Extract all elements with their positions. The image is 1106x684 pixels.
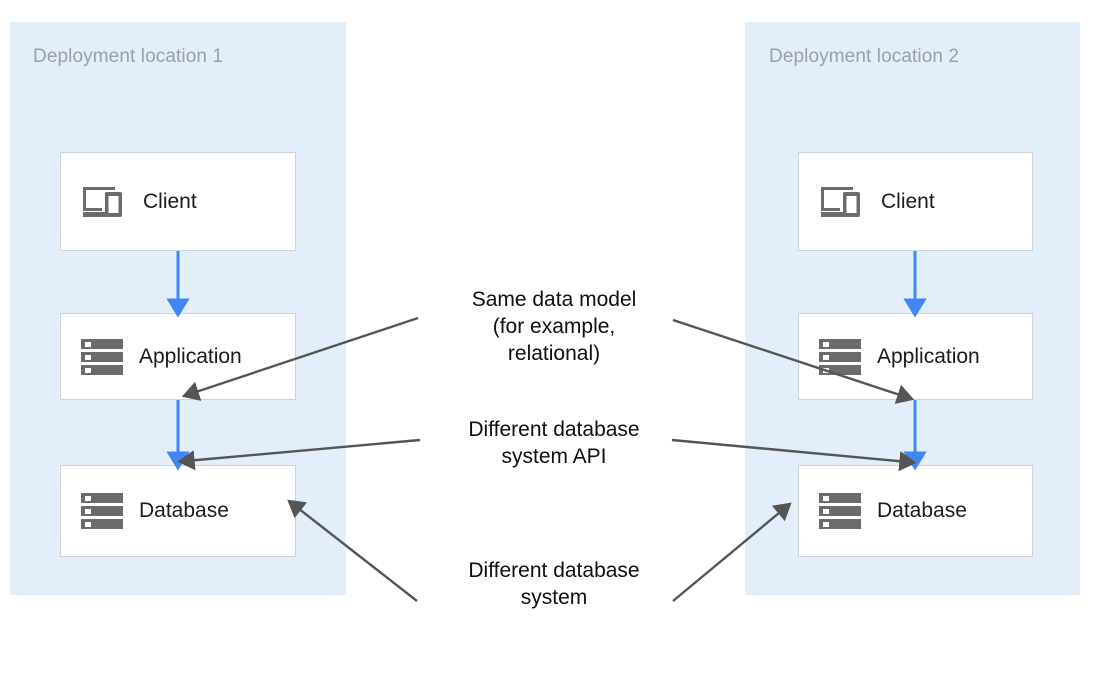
deployment-location-1-title: Deployment location 1 — [33, 46, 224, 67]
annotation-same-data-model: Same data model (for example, relational… — [471, 288, 637, 365]
server-stack-icon — [81, 338, 123, 376]
server-stack-icon — [819, 338, 861, 376]
client-1-node[interactable]: Client — [60, 152, 296, 251]
application-1-node[interactable]: Application — [60, 313, 296, 400]
client-1-label: Client — [143, 189, 197, 213]
client-2-node[interactable]: Client — [798, 152, 1033, 251]
devices-icon — [819, 184, 865, 220]
application-1-label: Application — [139, 344, 242, 368]
server-stack-icon — [819, 492, 861, 530]
client-2-label: Client — [881, 189, 935, 213]
database-1-node[interactable]: Database — [60, 465, 296, 557]
database-1-label: Database — [139, 499, 229, 522]
application-2-label: Application — [877, 344, 980, 368]
server-stack-icon — [81, 492, 123, 530]
application-2-node[interactable]: Application — [798, 313, 1033, 400]
deployment-location-2-title: Deployment location 2 — [769, 46, 960, 67]
database-2-label: Database — [877, 499, 967, 522]
annotation-different-database-system-api: Different database system API — [468, 418, 640, 468]
devices-icon — [81, 184, 127, 220]
database-2-node[interactable]: Database — [798, 465, 1033, 557]
annotation-different-database-system: Different database system — [468, 559, 640, 609]
